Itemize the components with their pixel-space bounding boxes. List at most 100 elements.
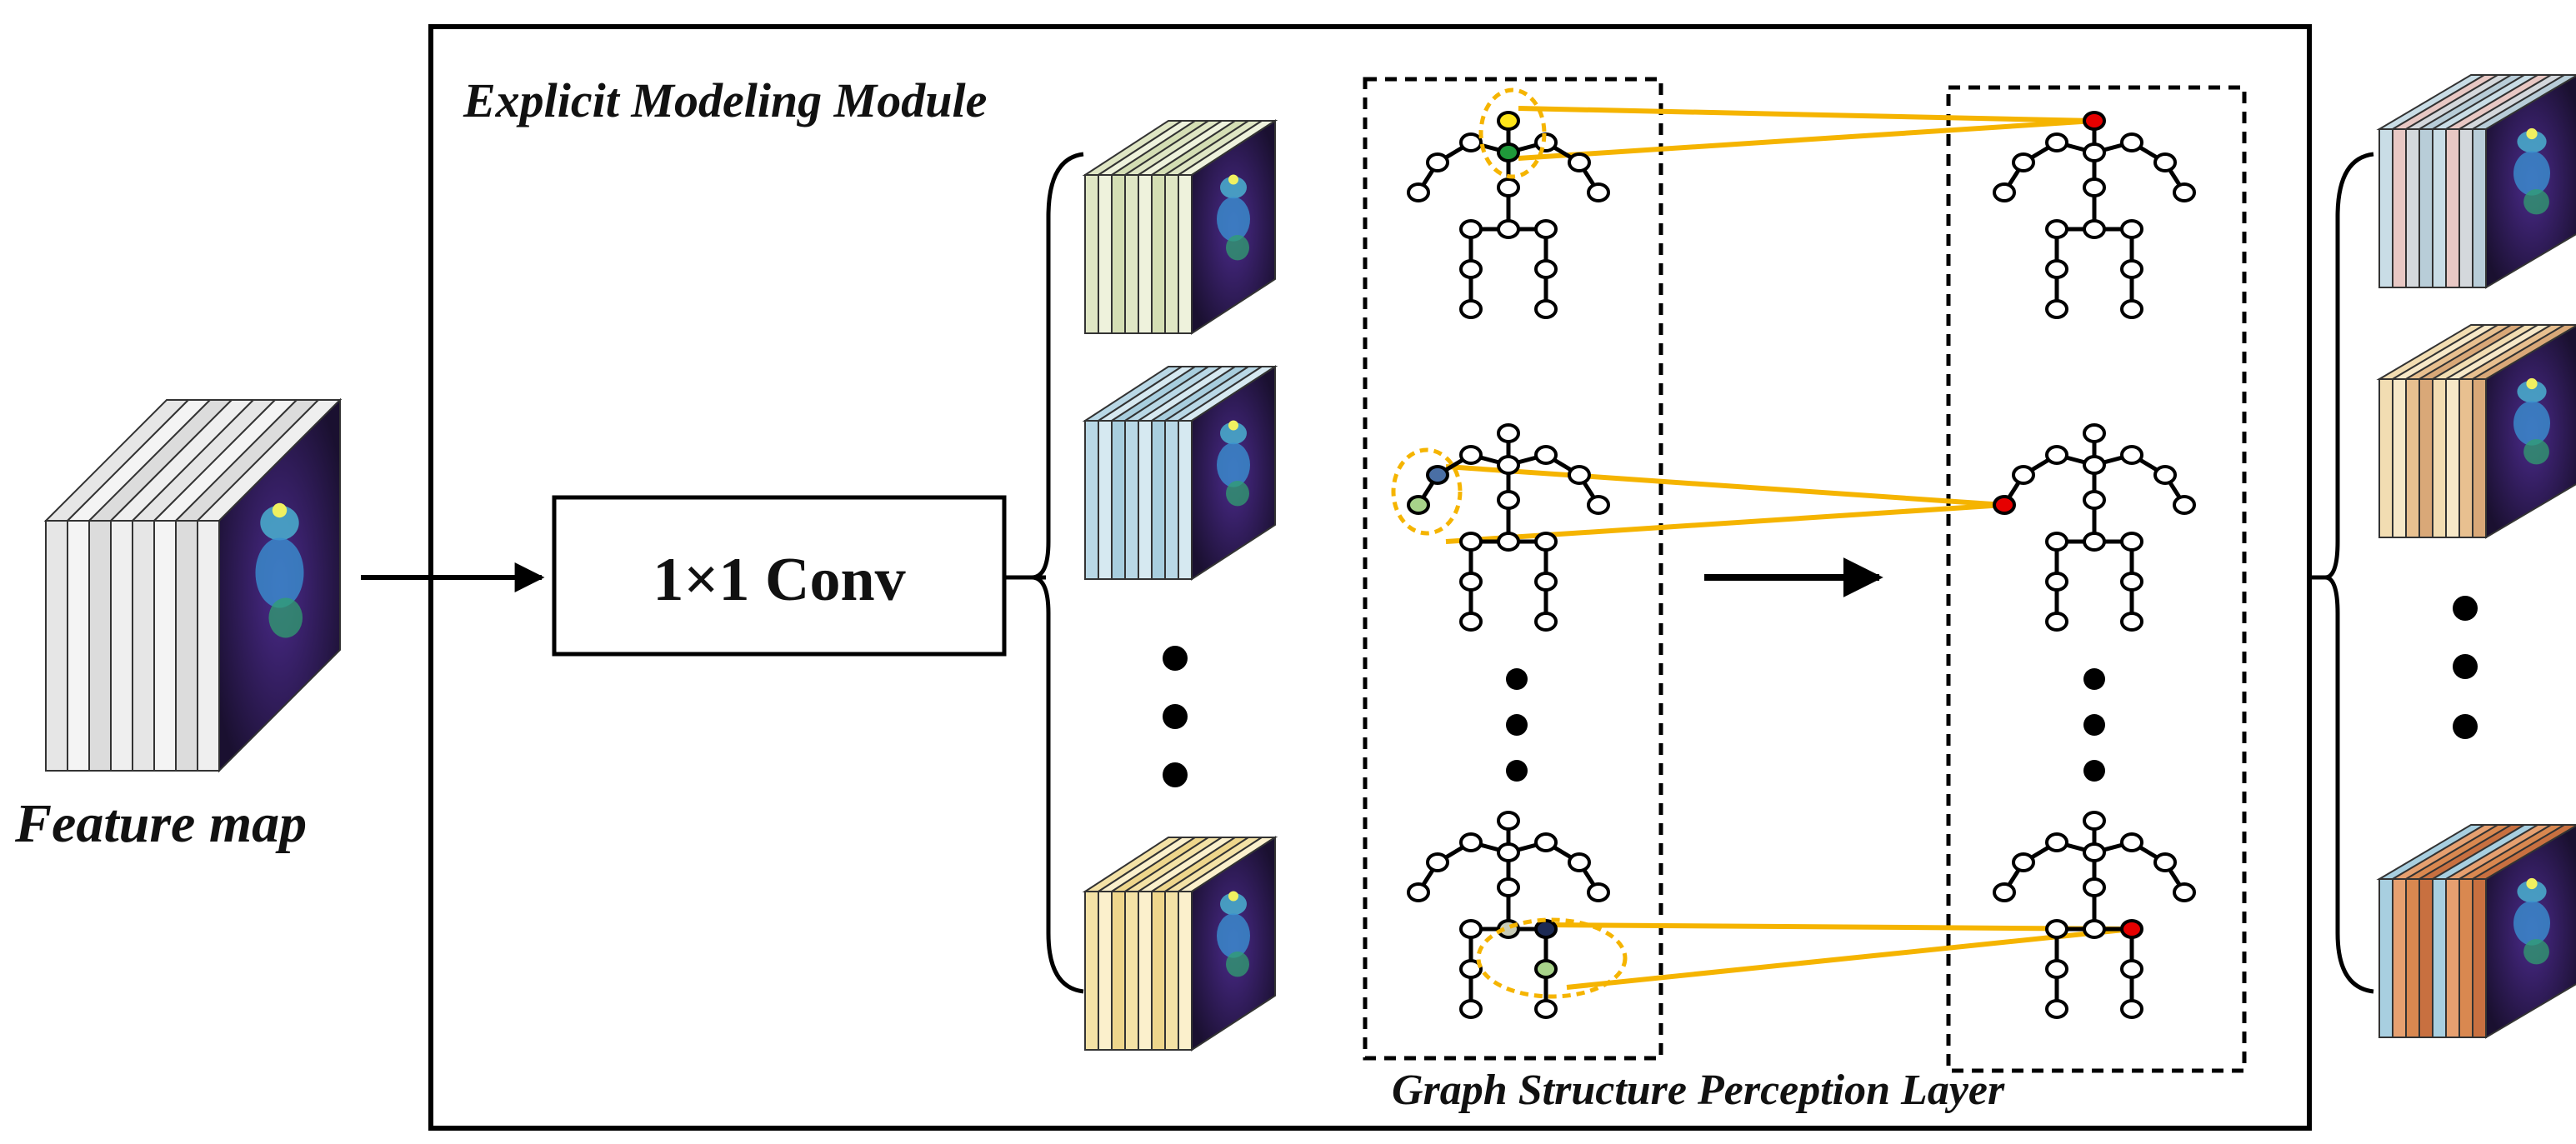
joint-node xyxy=(1459,445,1483,465)
joint-node xyxy=(2153,852,2177,872)
part-stack-1 xyxy=(1082,119,1278,335)
joint-node xyxy=(1497,111,1520,131)
joint-node xyxy=(1459,259,1483,279)
joint-node xyxy=(1459,959,1483,979)
joint-node xyxy=(1534,919,1558,939)
joint-node xyxy=(2120,919,2143,939)
joint-node xyxy=(2173,882,2196,902)
joint-node xyxy=(1568,465,1591,485)
joint-node xyxy=(1497,532,1520,552)
joint-node xyxy=(2120,132,2143,152)
connection-line xyxy=(1445,502,2005,544)
left-bracket xyxy=(1031,152,1084,994)
joint-node xyxy=(1407,182,1430,202)
joint-node xyxy=(2120,532,2143,552)
joint-node xyxy=(1534,572,1558,592)
joint-node xyxy=(2083,490,2106,510)
joint-node xyxy=(2083,177,2106,197)
joint-node xyxy=(2120,572,2143,592)
joint-node xyxy=(2083,142,2106,162)
output-stack-2 xyxy=(2376,324,2576,539)
output-heatmap-stacks xyxy=(2376,74,2576,1039)
highlight-group-3 xyxy=(1476,917,1628,999)
joint-node xyxy=(1459,832,1483,852)
joint-node xyxy=(2173,182,2196,202)
joint-node xyxy=(1497,490,1520,510)
joint-node xyxy=(1459,532,1483,552)
joint-node xyxy=(2083,423,2106,443)
joint-node xyxy=(1497,842,1520,862)
ellipsis-mid-stacks xyxy=(1163,646,1188,787)
joint-node xyxy=(1407,495,1430,515)
joint-node xyxy=(1568,152,1591,172)
connection-line xyxy=(1566,927,2133,990)
joint-node xyxy=(1407,882,1430,902)
joint-node xyxy=(1459,612,1483,632)
joint-node xyxy=(2012,852,2035,872)
joint-node xyxy=(2083,811,2106,831)
joint-node xyxy=(1459,132,1483,152)
joint-node xyxy=(2012,152,2035,172)
skeleton-input-3 xyxy=(1407,811,1610,1019)
joint-node xyxy=(1459,999,1483,1019)
conv-label: 1×1 Conv xyxy=(653,546,905,614)
ellipsis-graph-right xyxy=(2083,668,2105,782)
joint-node xyxy=(2045,259,2068,279)
connection-line xyxy=(1445,464,2005,507)
joint-node xyxy=(1497,455,1520,475)
joint-node xyxy=(1993,182,2016,202)
module-title: Explicit Modeling Module xyxy=(463,73,987,127)
skeleton-output-3 xyxy=(1993,811,2196,1019)
joint-node xyxy=(1497,811,1520,831)
feature-map-slices xyxy=(43,397,343,773)
conv-box xyxy=(552,495,1007,657)
joint-node xyxy=(1459,572,1483,592)
joint-node xyxy=(1568,852,1591,872)
joint-node xyxy=(2083,532,2106,552)
joint-node xyxy=(2120,259,2143,279)
joint-node xyxy=(1587,882,1610,902)
joint-node xyxy=(1497,142,1520,162)
joint-node xyxy=(1426,852,1449,872)
joint-node xyxy=(2173,495,2196,515)
joint-node xyxy=(1534,219,1558,239)
joint-node xyxy=(1426,465,1449,485)
joint-node xyxy=(1426,152,1449,172)
joint-node xyxy=(1497,423,1520,443)
joint-node xyxy=(1534,959,1558,979)
joint-node xyxy=(2012,465,2035,485)
joint-node xyxy=(2045,832,2068,852)
joint-node xyxy=(1534,999,1558,1019)
joint-node xyxy=(1993,495,2016,515)
joint-node xyxy=(2120,959,2143,979)
joint-node xyxy=(1587,182,1610,202)
part-heatmap-stacks xyxy=(1082,119,1278,1052)
joint-node xyxy=(1497,877,1520,897)
joint-node xyxy=(2120,612,2143,632)
joint-node xyxy=(1497,177,1520,197)
skeleton-input-1 xyxy=(1407,111,1610,319)
joint-node xyxy=(2083,219,2106,239)
joint-node xyxy=(1587,495,1610,515)
joint-node xyxy=(2045,572,2068,592)
joint-node xyxy=(1534,612,1558,632)
output-stack-3 xyxy=(2376,824,2576,1039)
joint-node xyxy=(1459,919,1483,939)
skeleton-output-2 xyxy=(1993,423,2196,632)
joint-node xyxy=(2153,465,2177,485)
gsp-layer-label: Graph Structure Perception Layer xyxy=(1392,1067,2005,1114)
joint-node xyxy=(2083,877,2106,897)
joint-node xyxy=(2045,532,2068,552)
joint-node xyxy=(2045,219,2068,239)
joint-node xyxy=(2045,612,2068,632)
joint-node xyxy=(2120,299,2143,319)
joint-node xyxy=(2083,842,2106,862)
connection-line xyxy=(1549,922,2133,932)
joint-node xyxy=(1534,445,1558,465)
skeleton-input-2 xyxy=(1407,423,1610,632)
joint-node xyxy=(2045,999,2068,1019)
joint-node xyxy=(2045,132,2068,152)
joint-node xyxy=(2083,919,2106,939)
joint-node xyxy=(2120,445,2143,465)
